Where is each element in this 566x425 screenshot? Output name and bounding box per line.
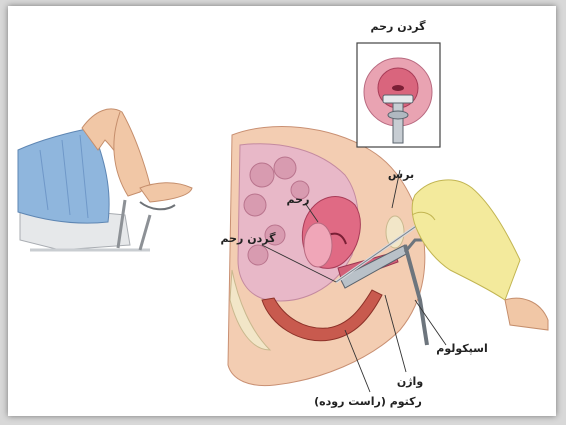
label-uterus: رحم (287, 193, 310, 206)
label-vagina: واژن (397, 375, 423, 388)
label-speculum: اسپکولوم (436, 342, 487, 355)
label-rectum: رکتوم (راست روده) (314, 395, 422, 408)
label-brush: برس (388, 168, 414, 181)
cervix-inset (357, 43, 440, 147)
patient-on-table-illustration (18, 109, 192, 250)
label-cervix-inset: گردن رحم (371, 20, 427, 33)
gloved-hand (412, 180, 548, 330)
label-cervix: گردن رحم (221, 232, 277, 245)
